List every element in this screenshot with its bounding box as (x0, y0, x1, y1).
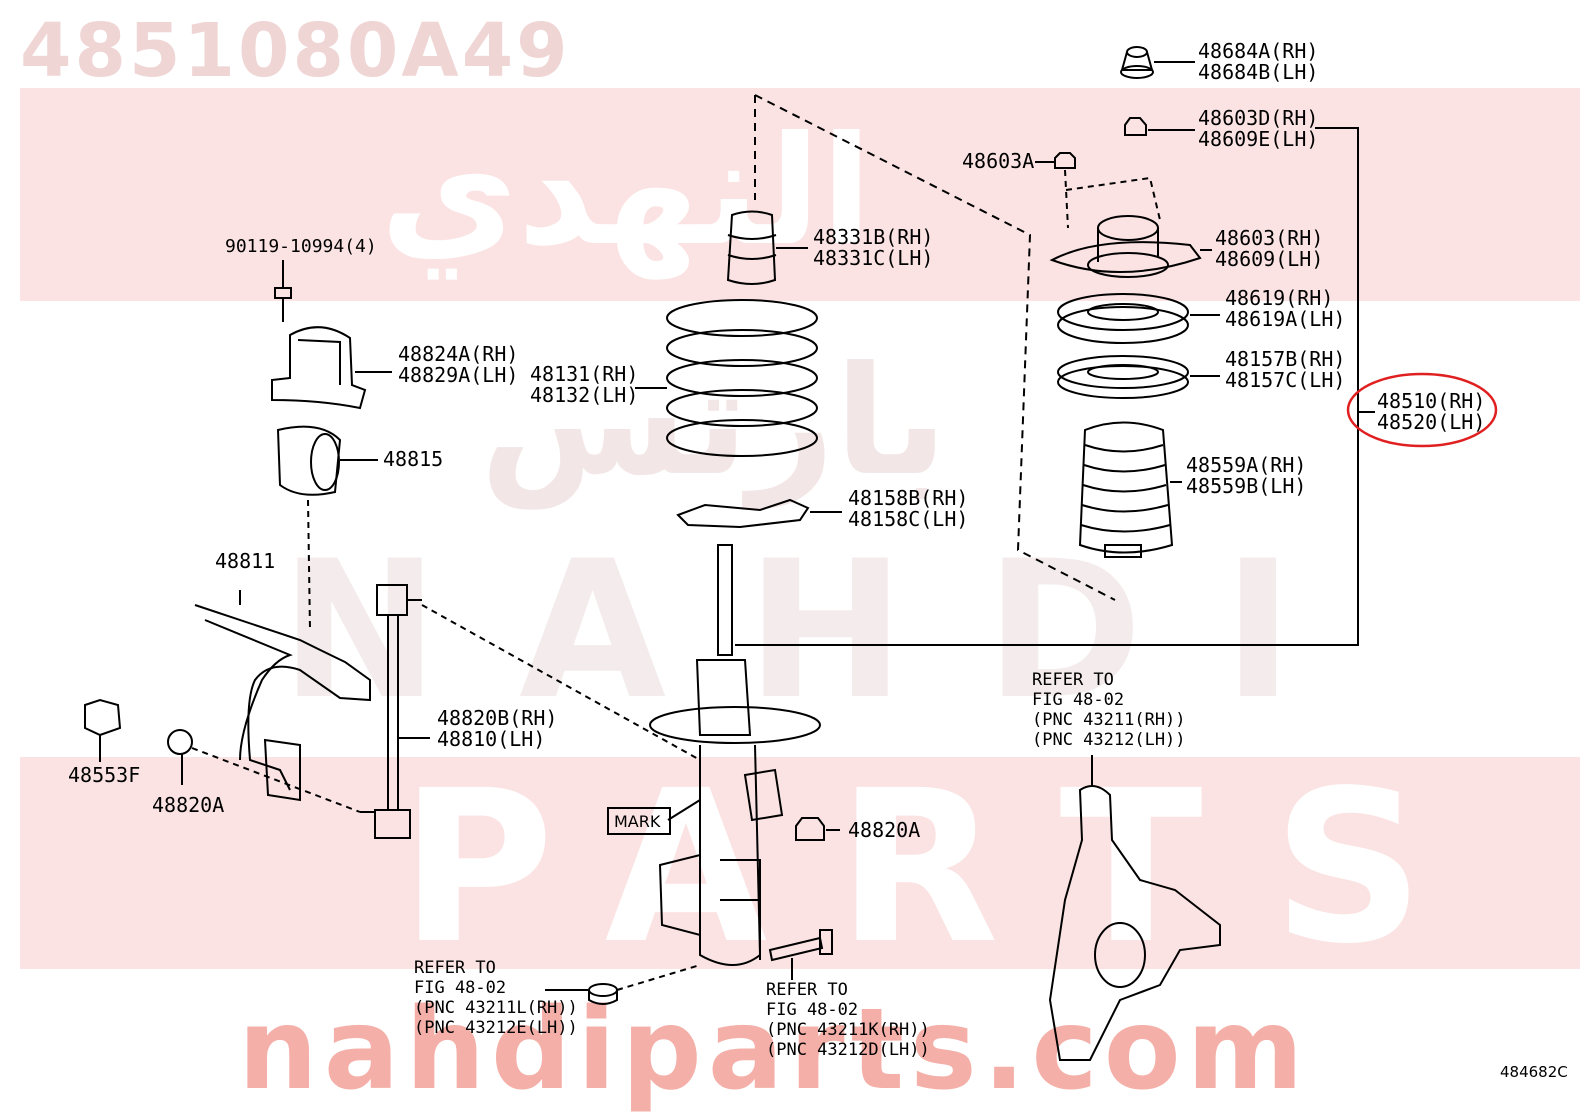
dust-boot-icon (1078, 421, 1182, 558)
watermark-band-bottom (20, 757, 1580, 969)
stabilizer-bar-icon (194, 590, 371, 802)
bracket-48510 (735, 127, 1359, 646)
label-48619: 48619(RH)48619A(LH) (1225, 286, 1346, 331)
nut-icon-48820a-left (167, 729, 361, 813)
coil-spring-icon (635, 299, 818, 457)
bump-stop-icon (726, 210, 808, 285)
left-bolt-icon (84, 698, 122, 762)
steering-knuckle-icon (1048, 755, 1221, 1061)
assembly-dashed-outline (754, 94, 1116, 601)
bushing-icon (276, 425, 378, 631)
label-48684: 48684A(RH)48684B(LH) (1198, 39, 1319, 84)
label-48603d: 48603D(RH)48609E(LH) (1198, 106, 1319, 151)
mark-box (607, 807, 671, 835)
label-48157: 48157B(RH)48157C(LH) (1225, 347, 1346, 392)
watermark-latin-bottom: PARTS (400, 745, 1494, 990)
label-48820a-right: 48820A (848, 818, 921, 842)
stabilizer-link-icon (360, 584, 701, 839)
upper-mount-icon (1049, 215, 1212, 278)
bracket-bolt-icon (274, 260, 292, 322)
watermark-band-top (20, 88, 1580, 301)
bolt-icon (768, 929, 833, 980)
label-48158: 48158B(RH)48158C(LH) (848, 486, 969, 531)
nut-icon-48603a (1035, 152, 1161, 229)
label-48811: 48811 (215, 549, 276, 573)
nut-icon-top (1124, 117, 1195, 136)
lower-insulator-icon (676, 498, 842, 529)
nut-icon-lower (545, 964, 701, 1005)
strut-icon (649, 544, 821, 966)
highlight-ellipse (1346, 372, 1498, 448)
label-90119: 90119-10994(4) (225, 236, 377, 257)
part-number-title: 4851080A49 (20, 8, 571, 94)
label-48603: 48603(RH)48609(LH) (1215, 226, 1324, 271)
spring-seat-icon (1057, 355, 1220, 399)
label-48559: 48559A(RH)48559B(LH) (1186, 453, 1307, 498)
label-48820a-left: 48820A (152, 793, 225, 817)
figure-code: 484682C (1500, 1063, 1568, 1081)
label-48820b: 48820B(RH)48810(LH) (437, 706, 558, 751)
label-48510: 48510(RH)48520(LH) (1377, 389, 1486, 434)
bearing-icon (1057, 293, 1220, 344)
label-48131: 48131(RH)48132(LH) (530, 362, 639, 407)
label-48603a: 48603A (962, 149, 1035, 173)
label-48553f: 48553F (68, 763, 141, 787)
watermark-arabic-top: النهدي (380, 105, 873, 279)
nut-icon-48820a-right (795, 817, 840, 841)
label-48815: 48815 (383, 447, 444, 471)
cap-icon (1120, 46, 1195, 79)
label-mark: MARK (614, 812, 661, 831)
watermark-site: nahdiparts.com (238, 985, 1310, 1115)
bushing-bracket-icon (271, 326, 392, 410)
label-48331: 48331B(RH)48331C(LH) (813, 225, 934, 270)
label-48824: 48824A(RH)48829A(LH) (398, 342, 519, 387)
